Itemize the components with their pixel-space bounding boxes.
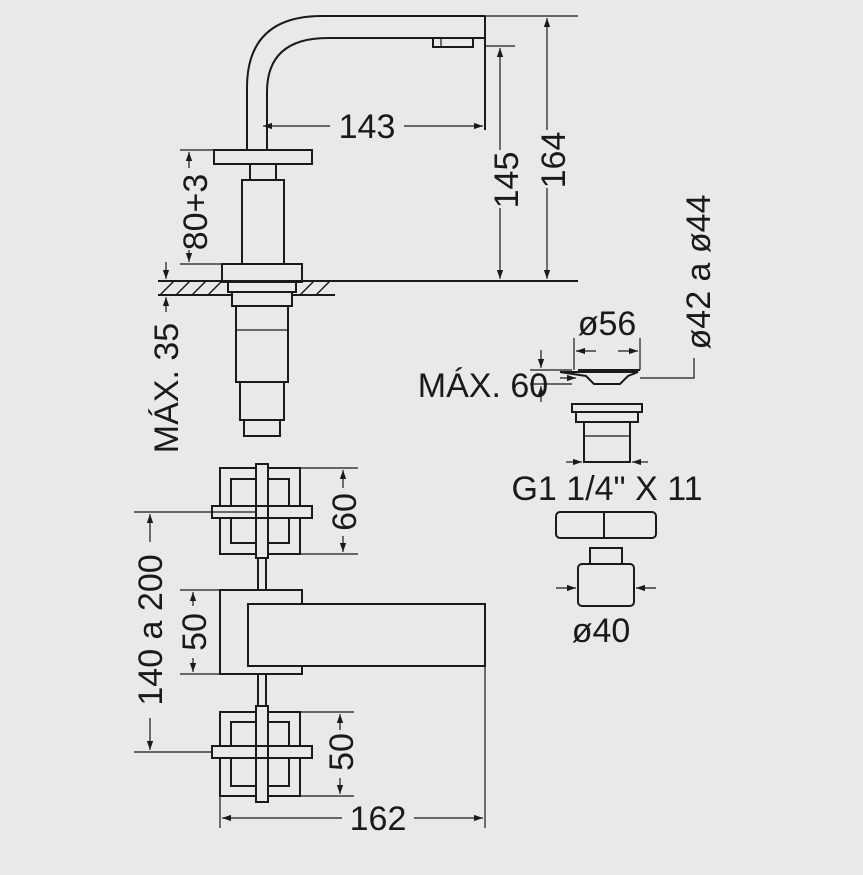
label-o56: ø56 <box>578 305 637 343</box>
label-140-200: 140 a 200 <box>132 554 170 705</box>
dim-thread: G1 1/4" X 11 <box>511 458 703 508</box>
dim-spout-reach: 143 <box>263 108 483 146</box>
label-max-60: MÁX. 60 <box>418 367 548 405</box>
dim-handle-height: 80+3 <box>177 149 222 265</box>
dim-drain-max: MÁX. 60 <box>418 350 572 405</box>
counter-hatch <box>159 280 331 296</box>
label-60: 60 <box>326 493 364 531</box>
drain-assembly <box>555 369 657 607</box>
label-143: 143 <box>339 108 396 146</box>
dim-total-length: 162 <box>219 666 486 838</box>
label-80-3: 80+3 <box>177 174 215 251</box>
label-145: 145 <box>488 152 526 209</box>
dim-spout-width: 50 <box>176 589 220 675</box>
faucet-top-view <box>211 463 486 803</box>
label-thread: G1 1/4" X 11 <box>511 470 702 508</box>
dim-drain-diameter: ø56 <box>573 305 641 370</box>
dim-drain-range: ø42 a ø44 <box>560 195 718 382</box>
dim-spread: 140 a 200 <box>132 511 256 753</box>
dim-handle-size-2: 50 <box>300 711 361 797</box>
label-max-35: MÁX. 35 <box>148 323 186 453</box>
label-o42-o44: ø42 a ø44 <box>680 195 718 350</box>
label-162: 162 <box>350 800 407 838</box>
faucet-side-view <box>158 15 578 437</box>
dim-spout-height: 145 <box>485 45 526 279</box>
label-50-handle: 50 <box>323 733 361 771</box>
label-o40: ø40 <box>572 612 631 650</box>
dim-handle-size: 60 <box>300 467 364 555</box>
label-164: 164 <box>535 132 573 189</box>
label-50-spout: 50 <box>176 613 214 651</box>
dim-total-height: 164 <box>485 15 578 279</box>
dim-max-deck: MÁX. 35 <box>148 262 186 453</box>
